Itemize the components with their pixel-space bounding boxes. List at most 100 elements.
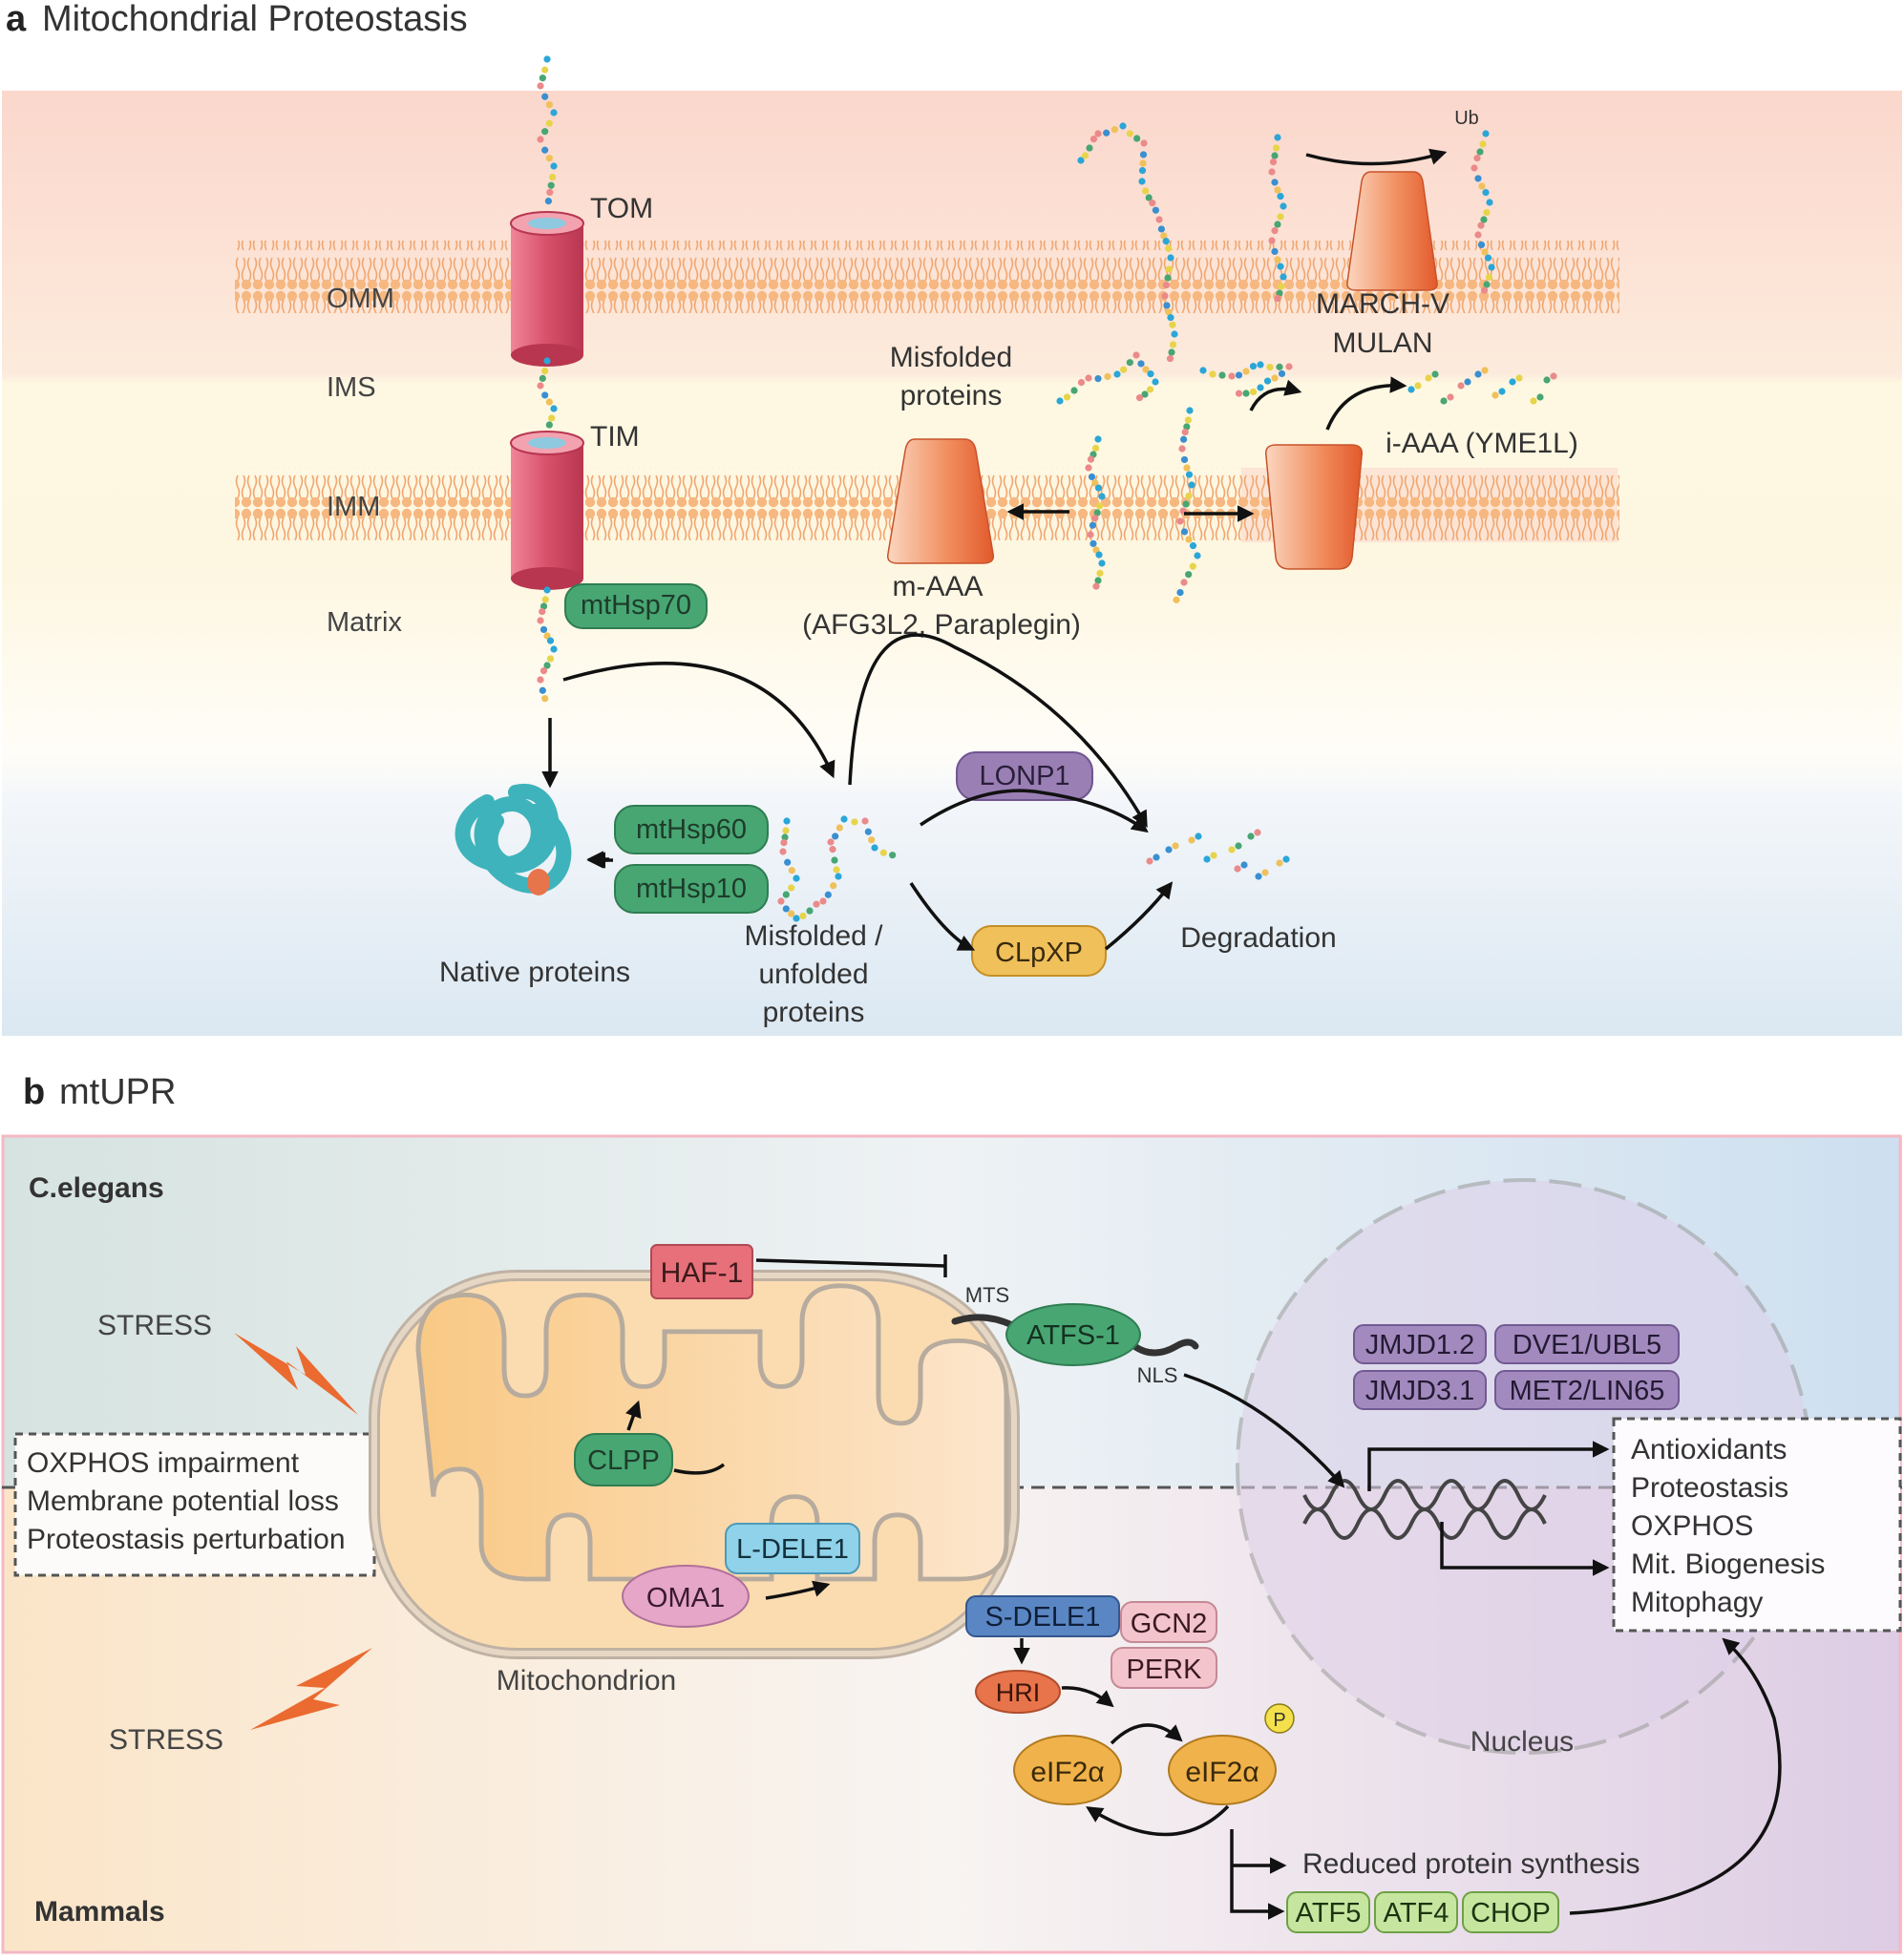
amino-acid-bead [1242, 368, 1250, 375]
amino-acid-bead [1271, 179, 1279, 186]
amino-acid-bead [1085, 374, 1092, 382]
amino-acid-bead [1486, 199, 1493, 206]
cofactor-dve1-ubl5 [1494, 1324, 1680, 1364]
amino-acid-bead [1480, 216, 1488, 223]
peptide-fragment [1550, 372, 1557, 380]
amino-acid-bead [1119, 122, 1127, 130]
amino-acid-bead [1142, 187, 1150, 195]
amino-acid-bead [1479, 140, 1487, 148]
amino-acid-bead [1167, 254, 1174, 262]
clpp-box [574, 1433, 673, 1486]
amino-acid-bead [544, 198, 553, 205]
peptide-fragment [1210, 852, 1217, 859]
amino-acid-bead [1088, 473, 1096, 481]
amino-acid-bead [1249, 388, 1258, 396]
amino-acid-bead [819, 897, 827, 905]
target-1: Antioxidants [1631, 1434, 1787, 1465]
amino-acid-bead [806, 907, 814, 915]
amino-acid-bead [541, 367, 549, 375]
amino-acid-bead [1094, 130, 1102, 137]
amino-acid-bead [1133, 135, 1141, 142]
atfs1-ellipse [1005, 1303, 1141, 1366]
peptide-fragment [1407, 386, 1415, 393]
oma1-label: OMA1 [646, 1583, 725, 1613]
stress-causes-box [13, 1432, 376, 1577]
ldele1-label: L-DELE1 [736, 1534, 849, 1565]
amino-acid-bead [781, 833, 789, 841]
target-5: Mitophagy [1631, 1587, 1763, 1618]
amino-acid-bead [1257, 384, 1264, 391]
amino-acid-bead [543, 632, 551, 640]
amino-acid-bead [539, 374, 546, 382]
misunfold-label-2: unfolded [758, 959, 868, 990]
amino-acid-bead [537, 382, 544, 390]
amino-acid-bead [1180, 455, 1189, 464]
amino-acid-bead [1249, 363, 1258, 370]
amino-acid-bead [1182, 500, 1190, 508]
amino-acid-bead [1081, 152, 1090, 159]
gcn2-label: GCN2 [1131, 1609, 1208, 1639]
amino-acid-bead [851, 818, 858, 826]
mthsp70-label: mtHsp70 [581, 590, 691, 621]
peptide-fragment [1414, 382, 1422, 390]
degradation-label: Degradation [1180, 922, 1336, 954]
amino-acid-bead [1173, 596, 1180, 603]
gcn2-box [1120, 1601, 1217, 1643]
amino-acid-bead [840, 815, 848, 823]
amino-acid-bead [1185, 471, 1194, 478]
peptide-fragment [1235, 842, 1242, 850]
targets-box [1612, 1417, 1902, 1633]
misfolded-label-1: Misfolded [890, 342, 1012, 373]
peptide-fragment [1203, 855, 1211, 863]
amino-acid-bead [782, 827, 790, 834]
amino-acid-bead [541, 695, 549, 703]
amino-acid-bead [1271, 152, 1279, 159]
amino-acid-bead [1094, 374, 1102, 383]
mulan-label: MULAN [1332, 327, 1432, 359]
amino-acid-bead [545, 155, 553, 162]
amino-acid-bead [861, 817, 869, 825]
amino-acid-bead [1166, 355, 1174, 363]
peptide-fragment [1447, 393, 1454, 401]
ldele1-box [725, 1523, 860, 1574]
amino-acid-bead [780, 839, 788, 847]
amino-acid-bead [1474, 231, 1482, 239]
peptide-fragment [1195, 832, 1202, 840]
amino-acid-bead [1194, 552, 1201, 559]
march-v-label: MARCH-V [1316, 288, 1449, 320]
amino-acid-bead [1280, 273, 1287, 281]
amino-acid-bead [543, 357, 551, 365]
phosphate-label: P [1273, 1710, 1285, 1731]
matrix-label: Matrix [327, 607, 402, 638]
amino-acid-bead [831, 856, 838, 864]
amino-acid-bead [1077, 157, 1085, 164]
amino-acid-bead [1146, 386, 1154, 393]
reduced-synthesis-label: Reduced protein synthesis [1302, 1848, 1640, 1880]
amino-acid-bead [548, 414, 556, 422]
amino-acid-bead [1091, 444, 1100, 453]
i-aaa-label: i-AAA (YME1L) [1386, 428, 1578, 459]
amino-acid-bead [1189, 562, 1196, 570]
m-aaa-protease [886, 438, 995, 564]
amino-acid-bead [541, 93, 549, 100]
amino-acid-bead [871, 844, 878, 852]
peptide-fragment [1165, 846, 1173, 854]
cofactor-boxes [1353, 1324, 1680, 1410]
stress-top-label: STRESS [97, 1310, 212, 1341]
amino-acid-bead [539, 608, 546, 616]
amino-acid-bead [541, 66, 549, 74]
peptide-fragment [1254, 829, 1261, 836]
amino-acid-bead [784, 858, 792, 866]
amino-acid-bead [1155, 216, 1163, 223]
amino-acid-bead [1176, 588, 1184, 597]
amino-acid-bead [1483, 208, 1491, 217]
amino-acid-bead [1132, 351, 1140, 359]
amino-acid-bead [1164, 274, 1172, 282]
amino-acid-bead [1145, 194, 1153, 201]
amino-acid-bead [1189, 542, 1197, 550]
amino-acid-bead [1274, 186, 1281, 194]
tim-label: TIM [590, 421, 640, 453]
eif2a-right-ellipse [1168, 1735, 1277, 1805]
amino-acid-bead [1269, 158, 1278, 166]
